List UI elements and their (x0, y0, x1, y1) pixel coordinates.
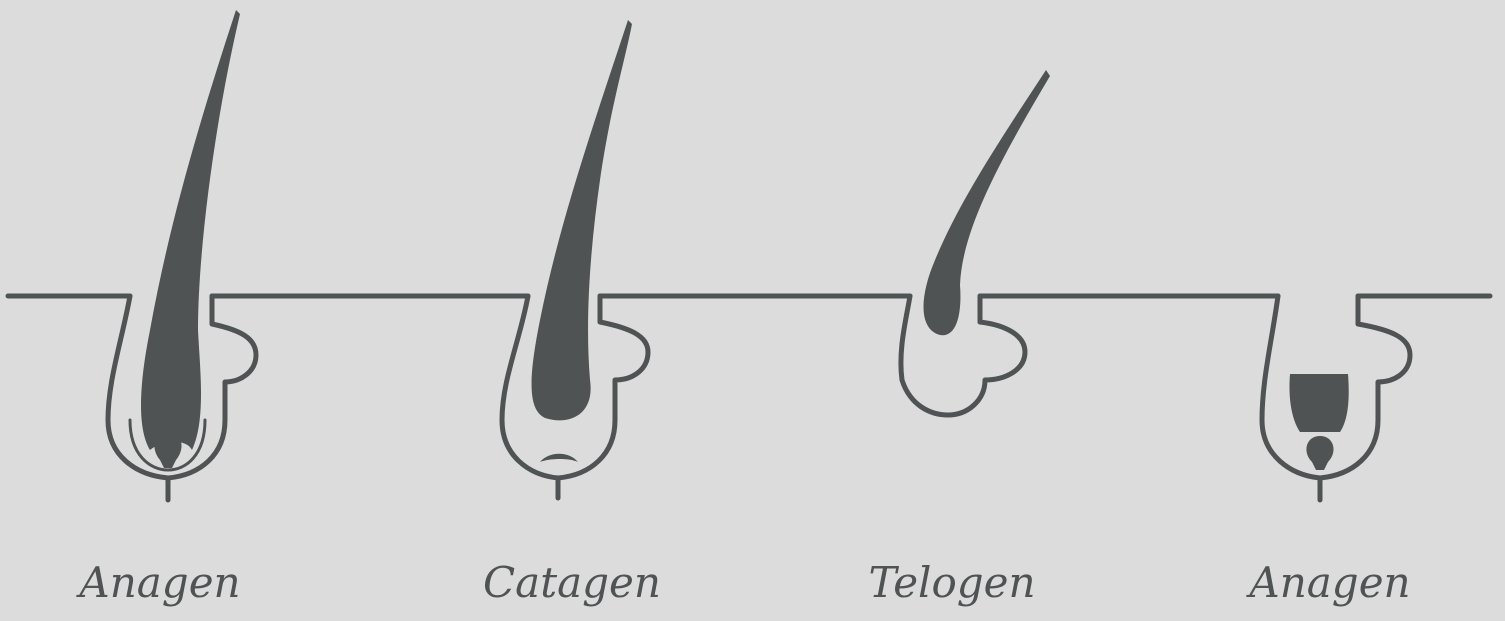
follicle-telogen (901, 296, 1025, 415)
dermal-papilla-2 (540, 454, 578, 462)
phase-label-catagen: Catagen (442, 562, 702, 604)
hair-shaft-catagen (532, 20, 632, 420)
phase-label-anagen-new: Anagen (1200, 562, 1460, 604)
new-hair-bulb (1289, 374, 1348, 432)
dermal-papilla-1 (154, 432, 181, 468)
dermal-papilla-4 (1306, 436, 1333, 470)
phase-label-anagen: Anagen (30, 562, 290, 604)
phase-label-telogen: Telogen (822, 562, 1082, 604)
